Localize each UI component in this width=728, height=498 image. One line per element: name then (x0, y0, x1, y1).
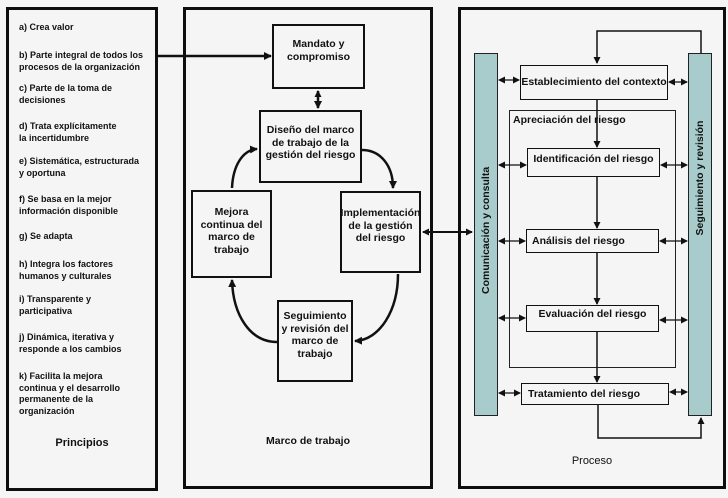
principle-i: i) Transparente y participativa (19, 294, 92, 316)
context-box: Establecimiento del contexto (520, 65, 668, 100)
communication-bar (474, 53, 498, 416)
communication-bar-label: Comunicación y consulta (480, 166, 492, 294)
principle-b: b) Parte integral de todos los procesos … (19, 50, 144, 72)
principle-h: h) Integra los factores humanos y cultur… (19, 259, 114, 281)
framework-title: Marco de trabajo (265, 435, 351, 447)
identification-box: Identificación del riesgo (527, 148, 660, 177)
review-bar (688, 53, 712, 416)
principle-f: f) Se basa en la mejor información dispo… (19, 194, 119, 216)
principle-k: k) Facilita la mejora continua y el desa… (19, 371, 121, 416)
analysis-box: Análisis del riesgo (526, 229, 659, 253)
principles-title: Principios (55, 437, 109, 449)
principle-j: j) Dinámica, iterativa y responde a los … (19, 332, 122, 354)
principles-panel (6, 7, 158, 491)
principle-e: e) Sistemática, estructurada y oportuna (19, 156, 140, 178)
evaluation-box: Evaluación del riesgo (526, 305, 659, 332)
principle-g: g) Se adapta (19, 231, 73, 241)
principle-c: c) Parte de la toma de decisiones (19, 83, 113, 105)
treatment-box: Tratamiento del riesgo (521, 383, 669, 405)
principle-d: d) Trata explícitamente la incertidumbre (19, 121, 117, 143)
review-bar-label: Seguimiento y revisión (694, 120, 706, 236)
principle-a: a) Crea valor (19, 22, 74, 32)
process-title: Proceso (571, 455, 613, 467)
assessment-title: Apreciación del riesgo (513, 114, 626, 126)
